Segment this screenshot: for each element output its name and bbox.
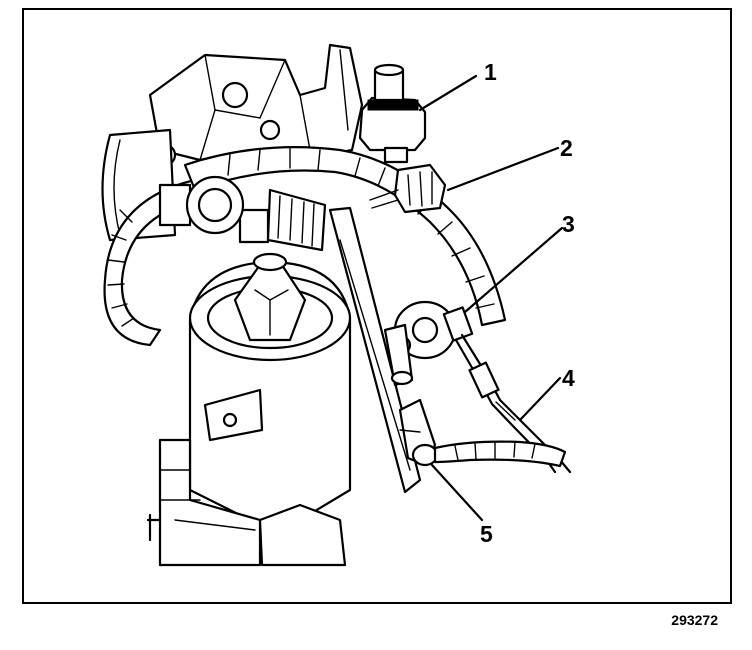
throttle-body	[148, 43, 364, 167]
callout-2: 2	[560, 135, 573, 161]
ground-terminal	[398, 398, 567, 468]
callout-leaders	[418, 74, 564, 522]
callout-1: 1	[484, 59, 497, 85]
harness-connector	[158, 175, 327, 252]
mounting-base	[146, 438, 347, 567]
motor-housing	[188, 252, 352, 522]
callout-4: 4	[562, 365, 575, 391]
mounting-bracket	[328, 206, 422, 494]
sensor-boss	[383, 300, 474, 387]
electrical-connector	[369, 163, 447, 214]
figure-id-label: 293272	[671, 612, 718, 628]
callout-3: 3	[562, 211, 575, 237]
callout-5: 5	[480, 521, 493, 547]
sensor-component	[358, 63, 427, 164]
